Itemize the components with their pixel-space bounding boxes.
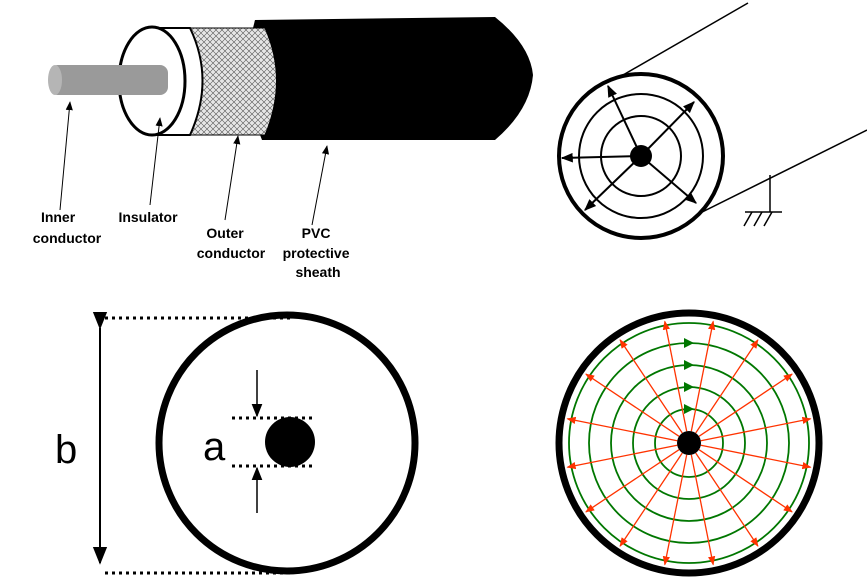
label-pvc-sheath: PVC protective sheath xyxy=(283,225,354,280)
electric-field-ray xyxy=(619,339,683,434)
cylinder-field-diagram xyxy=(557,2,867,240)
magnetic-field-arrow xyxy=(684,360,694,370)
electric-field-ray xyxy=(566,444,678,470)
electric-field-ray xyxy=(695,339,759,434)
cross-section-dimensions: b a xyxy=(55,311,419,575)
magnetic-field-arrow xyxy=(684,382,694,392)
field-lines-cross-section xyxy=(555,309,823,577)
electric-field-ray xyxy=(698,449,793,513)
magnetic-field-arrow xyxy=(684,338,694,348)
label-insulator: Insulator xyxy=(118,209,178,225)
magnetic-field-arrow xyxy=(684,404,694,414)
electric-field-ray xyxy=(585,449,680,513)
ground-symbol-icon xyxy=(743,175,782,227)
electric-field-ray xyxy=(698,373,793,437)
pvc-sheath xyxy=(247,17,533,140)
electric-field-ray xyxy=(566,416,678,442)
electric-field-ray xyxy=(690,320,716,432)
electric-field-ray xyxy=(700,416,812,442)
electric-field-ray xyxy=(690,454,716,566)
label-outer-conductor: Outer conductor xyxy=(197,225,266,261)
electric-field-ray xyxy=(662,320,688,432)
electric-field-ray xyxy=(695,452,759,547)
label-inner-conductor: Inner conductor xyxy=(33,209,102,246)
inner-conductor xyxy=(50,65,168,95)
magnetic-field-ring xyxy=(568,322,810,564)
coax-cable-cutaway: Inner conductor Insulator Outer conducto… xyxy=(33,17,533,280)
electric-field-ray xyxy=(619,452,683,547)
electric-field-ray xyxy=(700,444,812,470)
electric-field-ray xyxy=(585,373,680,437)
electric-field-ray xyxy=(662,454,688,566)
label-a: a xyxy=(203,425,226,469)
label-b: b xyxy=(55,428,77,472)
